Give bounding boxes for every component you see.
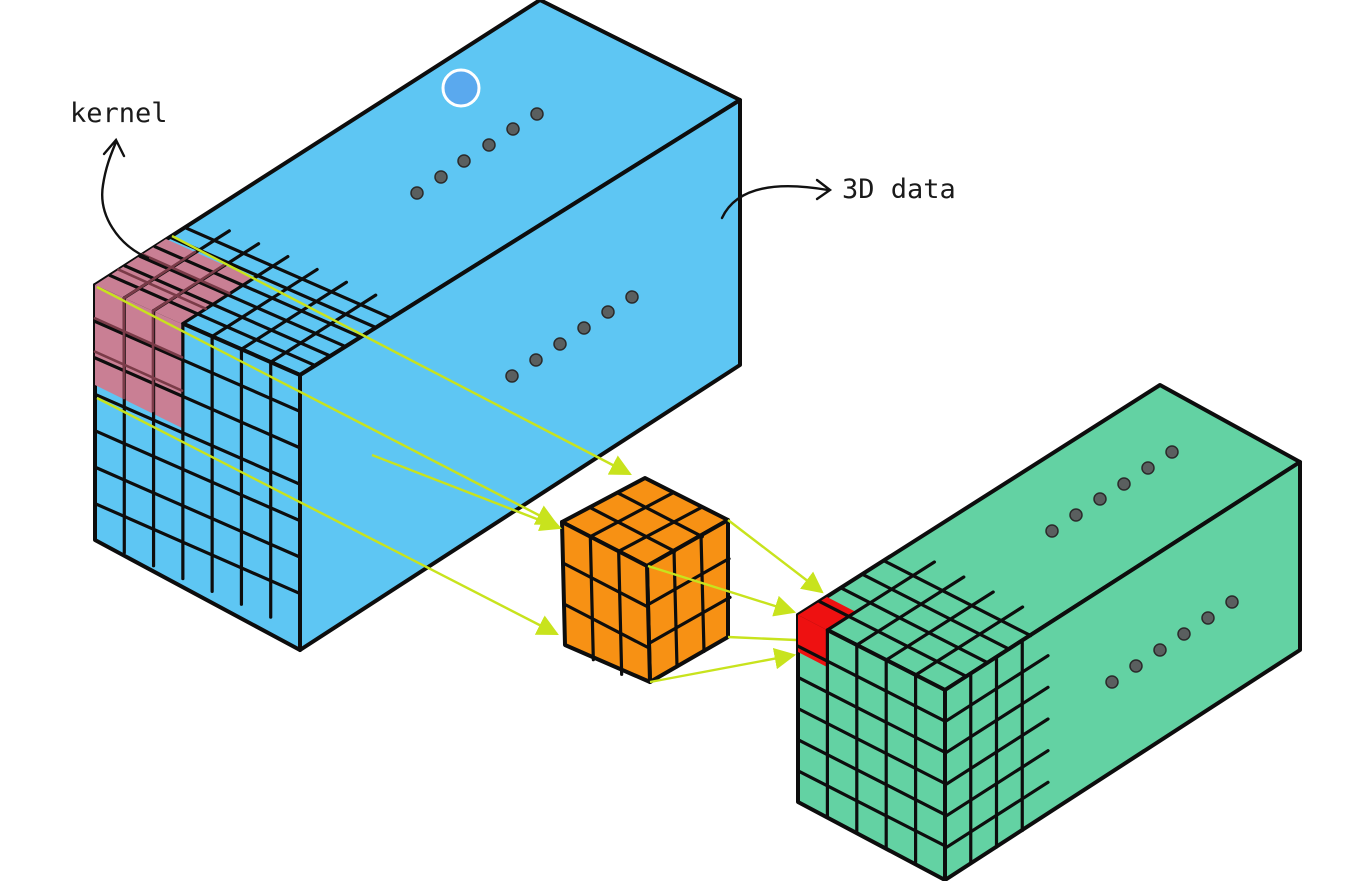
kernel-cube [560, 476, 732, 684]
flow-arrow-5 [727, 519, 824, 594]
output-top-grid-line [913, 605, 1025, 677]
kernel-overlay-front-grid-line [93, 350, 184, 392]
output-front-grid-line [796, 738, 947, 817]
input-front-grid-line [93, 392, 302, 486]
input-front-grid-line [93, 429, 302, 523]
kernel-cube-front-grid-line [588, 535, 595, 662]
flow-arrow-4 [371, 453, 563, 532]
output-top-grid-line [860, 572, 1011, 651]
data-3d-curved-arrow-icon [720, 185, 830, 220]
input-top-grid-line [138, 254, 347, 348]
data-3d-label: 3D data [842, 174, 956, 205]
side-face-ellipsis-icon [505, 290, 639, 383]
output-top-grid-line [881, 558, 1033, 638]
output-side-grid-line [943, 717, 1050, 787]
kernel-cube-front-grid-line [562, 602, 651, 650]
kernel-cube-grid [561, 491, 732, 676]
kernel-overlay-top-grid-line [117, 268, 207, 310]
kernel-cube-side-grid-line [699, 533, 706, 653]
output-front-grid-line [796, 644, 947, 723]
input-front-grid-line [93, 356, 302, 450]
kernel-label: kernel [70, 98, 168, 129]
kernel-overlay-top-grid-line [122, 250, 197, 300]
kernel-overlay-top-grid-line [141, 253, 231, 295]
kernel-cube-side-grid-line [647, 595, 732, 645]
flow-arrow-2 [96, 285, 558, 526]
kernel-cube-side-grid-line [672, 549, 679, 669]
output-result-cell-front [798, 615, 827, 667]
flow-arrow-1 [171, 234, 632, 476]
kernel-curved-arrow-icon [101, 140, 150, 260]
kernel-cube-top-grid-line [588, 491, 675, 539]
output-front-grid-line [796, 769, 947, 848]
output-top-ellipsis-icon [1045, 445, 1179, 538]
output-block-grid [796, 558, 1050, 866]
kernel-cube-top-grid-line [617, 505, 704, 553]
output-top-grid-line [884, 590, 995, 662]
flow-arrow-7 [727, 635, 797, 642]
output-top-grid-line [855, 575, 966, 647]
output-side-ellipsis-icon [1105, 595, 1239, 689]
kernel-overlay-top-grid-line [151, 263, 226, 313]
output-side-grid-line [943, 685, 1050, 755]
flow-arrow-6 [647, 564, 797, 617]
kernel-cube-side-grid-line [646, 557, 731, 607]
input-front-grid-line [93, 501, 302, 596]
kernel-overlay-front-grid-line [93, 317, 184, 359]
output-top-grid-line [817, 599, 969, 679]
input-top-grid-line [183, 225, 392, 320]
data-3d-arrowhead-icon [815, 178, 833, 201]
input-data-block [93, 0, 742, 652]
input-top-grid-line [269, 293, 378, 364]
output-side-grid-line [943, 780, 1050, 850]
input-front-grid-line [93, 319, 302, 414]
output-result-cell-top [798, 597, 856, 630]
input-top-grid-line [153, 245, 362, 339]
output-side-grid-line [943, 749, 1050, 819]
circle-marker-icon [441, 68, 481, 108]
kernel-cube-top-grid-line [615, 491, 704, 539]
input-top-grid-line [239, 280, 349, 351]
flow-arrow-3 [96, 396, 559, 636]
data-3d-annotation: 3D data [720, 174, 956, 220]
output-side-grid-line [943, 654, 1050, 724]
output-top-grid-line [825, 560, 937, 632]
input-top-grid-line [210, 267, 319, 339]
kernel-cube-front-grid-line [617, 549, 624, 676]
flow-arrow-8 [649, 647, 797, 684]
output-top-grid-line [839, 586, 990, 665]
output-front-grid-line [796, 675, 947, 754]
kernel-cube-top-grid-line [588, 505, 677, 553]
kernel-annotation: kernel [70, 98, 168, 260]
output-data-block [796, 383, 1302, 881]
input-top-grid-line [108, 273, 317, 368]
kernel-arrowhead-icon [102, 137, 126, 158]
input-top-grid-line [123, 264, 332, 358]
flow-arrows [96, 234, 824, 684]
top-face-ellipsis-icon [410, 107, 544, 200]
input-top-grid-line [181, 254, 290, 326]
kernel-overlay-grid [93, 250, 231, 413]
kernel-cube-front-grid-line [561, 561, 650, 609]
input-front-grid-line [93, 465, 302, 559]
output-front-grid-line [796, 706, 947, 786]
